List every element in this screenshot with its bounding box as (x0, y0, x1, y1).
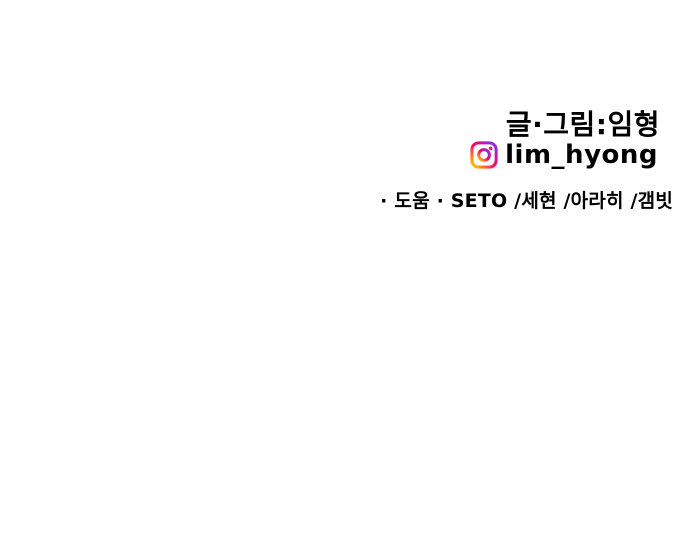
instagram-icon (470, 141, 498, 169)
instagram-row: lim_hyong (470, 140, 658, 170)
author-credit: 글·그림:임형 (505, 108, 660, 141)
instagram-handle: lim_hyong (505, 140, 658, 170)
helpers-credit: · 도움 · SETO /세현 /아라히 /갬빗 (380, 190, 673, 212)
